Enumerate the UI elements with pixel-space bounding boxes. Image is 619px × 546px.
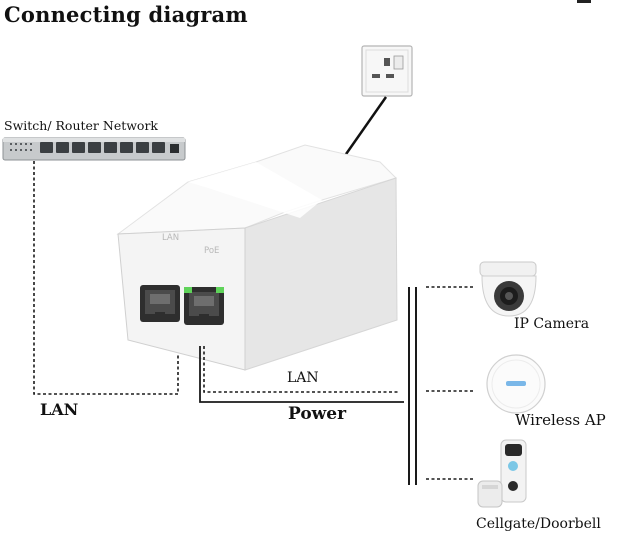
lan-dashed-line: [33, 161, 179, 395]
poe-injector-icon: [116, 144, 398, 371]
lan-label-mid: LAN: [287, 370, 319, 386]
power-cord: [342, 96, 388, 158]
power-line: [199, 346, 404, 403]
doorbell-label: Cellgate/Doorbell: [476, 516, 601, 532]
ip-camera-icon: [479, 261, 537, 317]
wireless-ap-label: Wireless AP: [515, 411, 606, 429]
wireless-ap-icon: [486, 354, 546, 414]
port-label-lan: LAN: [162, 233, 180, 243]
network-switch-icon: [2, 137, 186, 161]
switch-label: Switch/ Router Network: [4, 118, 159, 133]
corner-mark: [577, 0, 591, 3]
port-label-poe: PoE: [204, 246, 220, 256]
doorbell-icon: [477, 439, 527, 508]
lan-label-left: LAN: [40, 400, 79, 419]
power-label: Power: [288, 404, 347, 424]
ip-camera-label: IP Camera: [514, 316, 590, 332]
lan-line-to-devices: [203, 346, 400, 393]
wall-socket-icon: [361, 45, 413, 97]
diagram-title: Connecting diagram: [4, 2, 248, 27]
